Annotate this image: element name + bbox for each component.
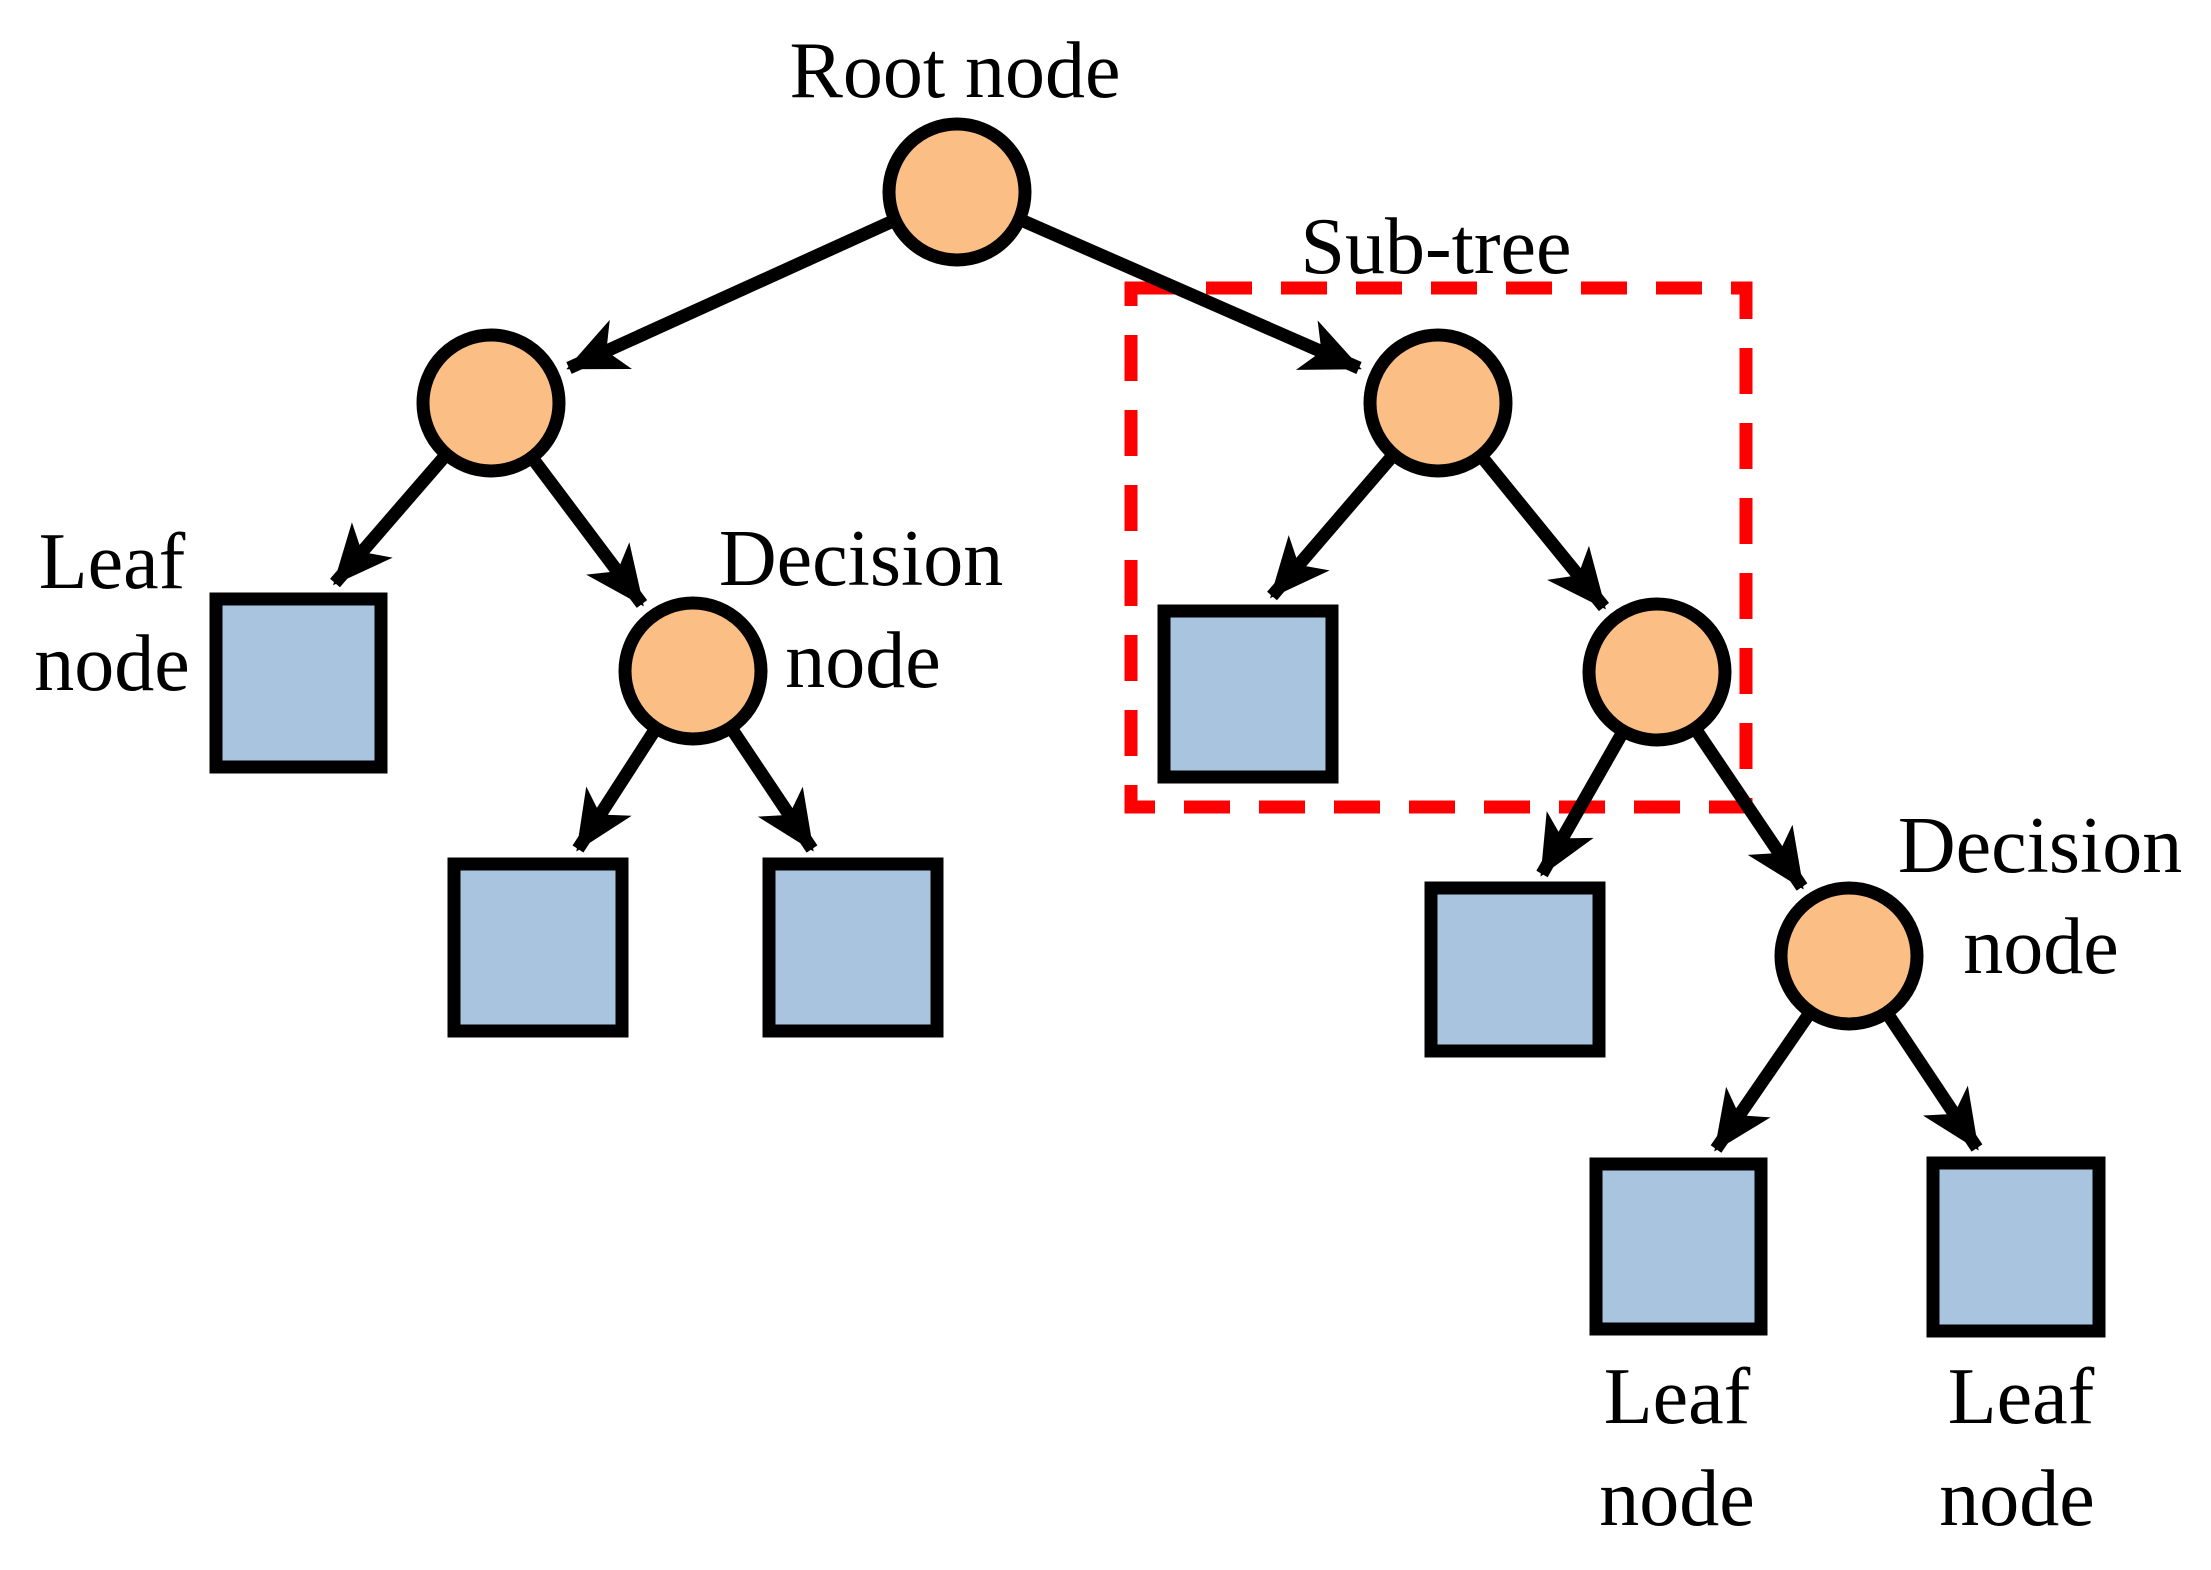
right-decision-label-line2: node xyxy=(1963,903,2119,991)
subtree-dashed-box xyxy=(1124,281,1753,814)
leaf-node-square-mid-bottom xyxy=(1424,881,1606,1058)
left-decision-label-line2: node xyxy=(785,617,941,705)
decision-node-circle-right-3 xyxy=(1774,881,1924,1031)
decision-node-circle-right-2 xyxy=(1582,597,1732,747)
bottom-right-leaf-label-line1: Leaf xyxy=(1948,1353,2095,1441)
leaf-node-square-far-left xyxy=(209,592,388,774)
leaf-node-square-bottom-left-1 xyxy=(447,857,629,1038)
decision-node-circle-left-2 xyxy=(618,596,768,746)
leaf-nodes xyxy=(209,592,2106,1338)
left-leaf-label-line1: Leaf xyxy=(39,518,186,606)
leaf-node-square-bottom-left-2 xyxy=(762,857,944,1038)
decision-node-circle-left xyxy=(416,328,566,478)
decision-node-circle-subtree xyxy=(1363,328,1513,478)
root-node-circle xyxy=(882,117,1032,267)
root-node-label: Root node xyxy=(789,27,1120,115)
left-leaf-label-line2: node xyxy=(34,620,190,708)
subtree-label: Sub-tree xyxy=(1300,203,1571,291)
leaf-node-square-subtree xyxy=(1157,604,1339,784)
bottom-left-leaf-label-line1: Leaf xyxy=(1604,1353,1751,1441)
leaf-node-square-bottom-right-2 xyxy=(1926,1156,2106,1338)
decision-nodes xyxy=(416,117,1924,1031)
left-decision-label-line1: Decision xyxy=(719,515,1003,603)
bottom-left-leaf-label-line2: node xyxy=(1599,1455,1755,1543)
diagram-labels: Root node Sub-tree Leaf node Decision no… xyxy=(34,27,2182,1543)
bottom-right-leaf-label-line2: node xyxy=(1939,1455,2095,1543)
right-decision-label-line1: Decision xyxy=(1898,802,2182,890)
leaf-node-square-bottom-right-1 xyxy=(1589,1157,1768,1336)
